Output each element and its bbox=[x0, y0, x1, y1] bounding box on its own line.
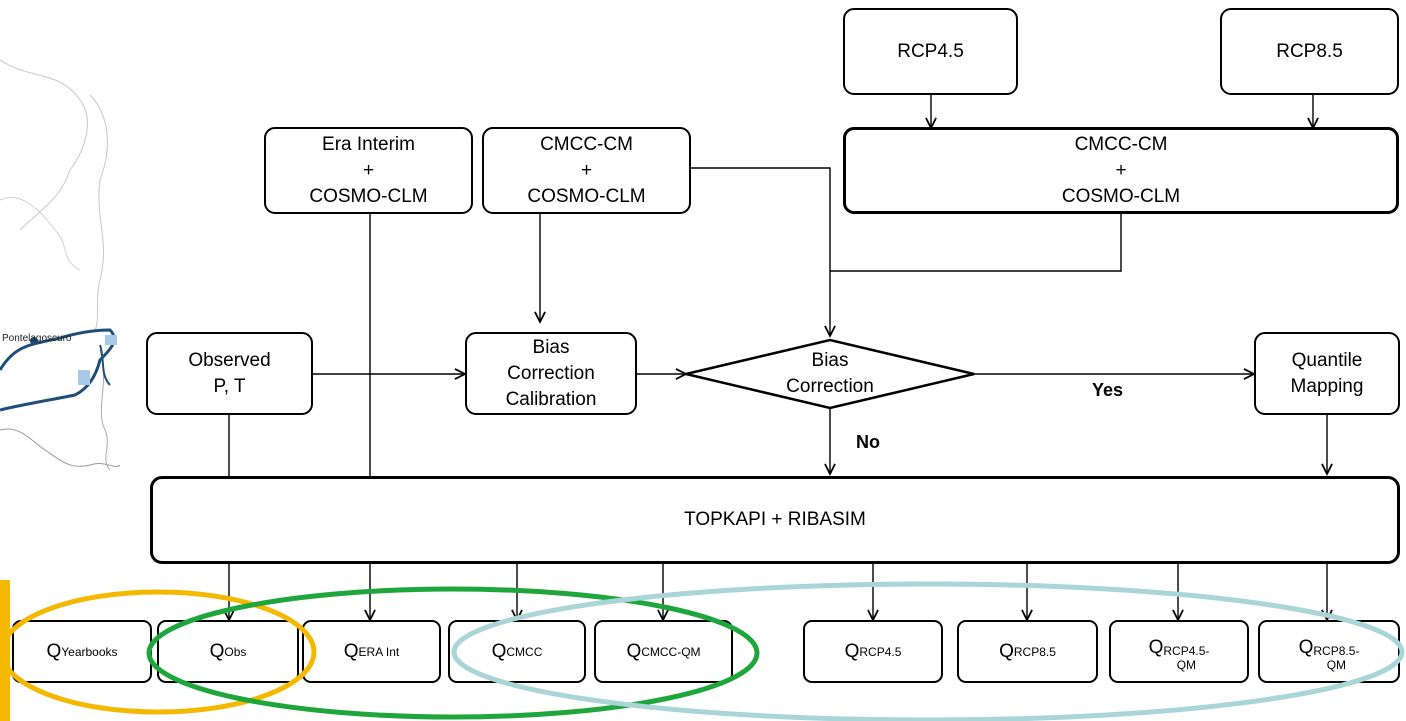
q-subscript: RCP4.5- QM bbox=[1163, 644, 1209, 672]
q-subscript: Obs bbox=[224, 644, 247, 659]
bias-decision-line2: Correction bbox=[786, 376, 874, 397]
bias-calibration-box: Bias Correction Calibration bbox=[465, 332, 637, 415]
q-letter: Q bbox=[626, 640, 642, 662]
quantile-mapping-box: Quantile Mapping bbox=[1254, 332, 1400, 415]
lagoon-area bbox=[105, 335, 117, 345]
cmcc-historical-box: CMCC-CM + COSMO-CLM bbox=[482, 127, 691, 214]
town-marker bbox=[30, 337, 38, 345]
era-interim-line1: Era Interim bbox=[322, 133, 415, 155]
q-subscript: ERA Int bbox=[358, 644, 400, 659]
rcp85-box: RCP8.5 bbox=[1220, 8, 1399, 95]
q-letter: Q bbox=[844, 640, 860, 662]
highlight-bar bbox=[0, 580, 10, 721]
era-interim-line2: + bbox=[362, 159, 375, 181]
map-boundary bbox=[0, 196, 81, 271]
q-letter: Q bbox=[1298, 636, 1314, 658]
q-subscript: CMCC-QM bbox=[641, 644, 701, 659]
map-boundary bbox=[99, 349, 111, 471]
output-q-rcp45-qm: Q RCP4.5- QM bbox=[1109, 620, 1249, 683]
bias-decision-text: Bias Correction bbox=[760, 348, 900, 400]
rcp85-label: RCP8.5 bbox=[1276, 40, 1343, 62]
qm-line2: Mapping bbox=[1290, 375, 1364, 397]
q-subscript: RCP8.5- QM bbox=[1313, 644, 1359, 672]
era-interim-line3: COSMO-CLM bbox=[309, 185, 428, 207]
era-interim-box: Era Interim + COSMO-CLM bbox=[264, 127, 473, 214]
q-subscript-line2: QM bbox=[1326, 657, 1347, 672]
bias-decision-line1: Bias bbox=[811, 350, 849, 371]
bias-cal-line1: Bias bbox=[532, 336, 570, 358]
bias-correction-diamond bbox=[685, 338, 975, 410]
qm-line1: Quantile bbox=[1291, 349, 1363, 371]
observed-box: Observed P, T bbox=[146, 332, 313, 415]
cmcc-scenario-box: CMCC-CM + COSMO-CLM bbox=[843, 127, 1399, 214]
observed-line2: P, T bbox=[213, 375, 246, 397]
q-subscript-line2: QM bbox=[1176, 657, 1197, 672]
q-letter: Q bbox=[999, 640, 1014, 662]
q-subscript: Yearbooks bbox=[61, 644, 118, 659]
yes-label: Yes bbox=[1092, 380, 1124, 400]
output-q-rcp85-qm: Q RCP8.5- QM bbox=[1258, 620, 1400, 683]
q-subscript-line1: RCP8.5- bbox=[1313, 643, 1360, 658]
q-subscript: RCP4.5 bbox=[859, 644, 902, 659]
bias-cal-line3: Calibration bbox=[505, 388, 597, 410]
no-label: No bbox=[856, 432, 880, 452]
bias-cal-line2: Correction bbox=[507, 362, 595, 384]
q-letter: Q bbox=[491, 640, 507, 662]
cmcc-scen-line3: COSMO-CLM bbox=[1061, 185, 1181, 207]
model-label: TOPKAPI + RIBASIM bbox=[684, 509, 866, 530]
q-subscript-line1: RCP4.5- bbox=[1163, 643, 1210, 658]
observed-line1: Observed bbox=[188, 349, 271, 371]
cmcc-scen-line2: + bbox=[1115, 159, 1127, 181]
topkapi-ribasim-box: TOPKAPI + RIBASIM bbox=[150, 476, 1400, 564]
q-letter: Q bbox=[343, 640, 359, 662]
cmcc-hist-line1: CMCC-CM bbox=[540, 133, 633, 155]
q-subscript: RCP8.5 bbox=[1013, 644, 1056, 659]
map-boundary bbox=[0, 428, 121, 467]
rcp45-label: RCP4.5 bbox=[897, 40, 964, 62]
map-boundary bbox=[89, 94, 108, 331]
map-boundary bbox=[0, 59, 88, 231]
q-letter: Q bbox=[1148, 636, 1164, 658]
q-letter: Q bbox=[209, 640, 225, 662]
cmcc-hist-line2: + bbox=[580, 159, 593, 181]
lagoon-area bbox=[78, 370, 90, 385]
q-letter: Q bbox=[46, 640, 62, 662]
basin-map bbox=[0, 59, 121, 471]
cmcc-scen-line1: CMCC-CM bbox=[1074, 133, 1168, 155]
q-subscript: CMCC bbox=[506, 644, 543, 659]
cmcc-hist-line3: COSMO-CLM bbox=[527, 185, 646, 207]
river-branch bbox=[99, 344, 111, 386]
rcp45-box: RCP4.5 bbox=[843, 8, 1018, 95]
town-label: Pontelagoscuro bbox=[2, 333, 72, 344]
